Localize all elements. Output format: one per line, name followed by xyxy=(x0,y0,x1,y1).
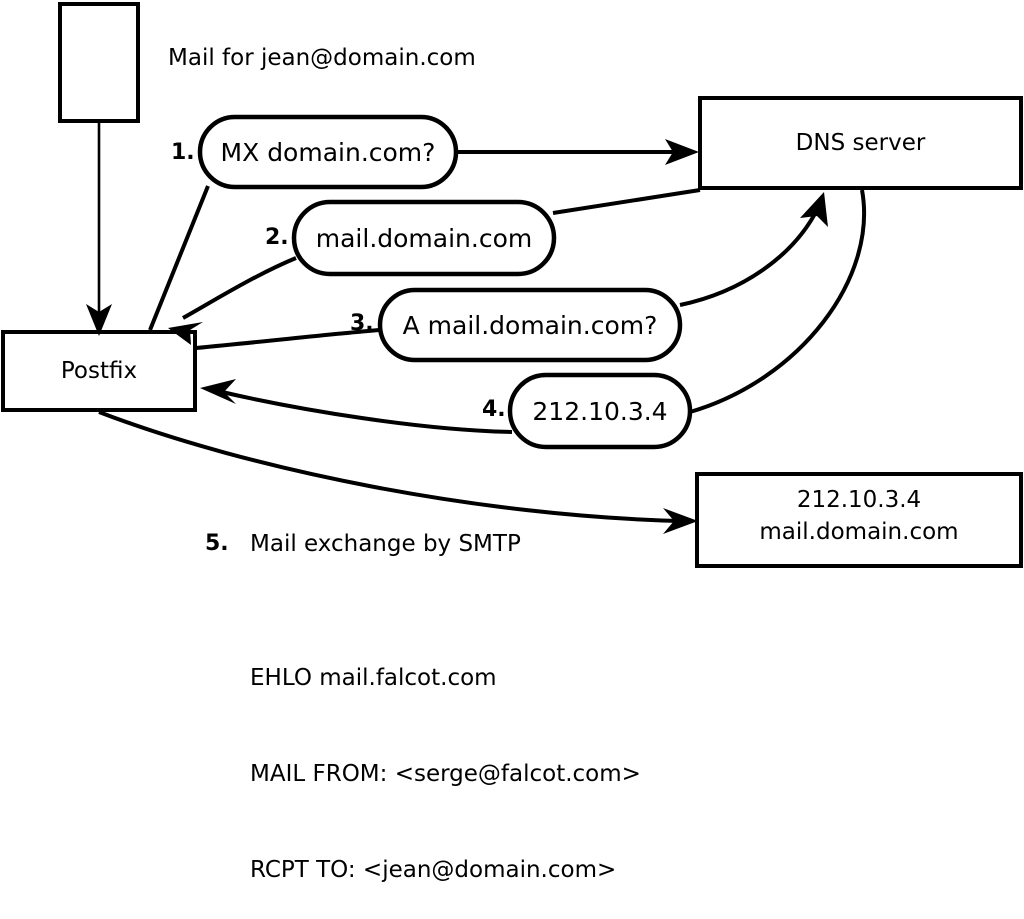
mail-server-ip-label: 212.10.3.4 xyxy=(796,487,922,513)
step-number-3: 3. xyxy=(350,311,374,336)
dns-server-box xyxy=(698,96,1023,190)
bubble-label-step3: A mail.domain.com? xyxy=(402,311,658,340)
transcript-line: RCPT TO: <jean@domain.com> xyxy=(250,857,617,883)
mail-server-host-label: mail.domain.com xyxy=(759,519,959,545)
arrowhead-step5-smtp xyxy=(663,508,698,534)
dns-server-label: DNS server xyxy=(795,130,926,156)
arrowhead-step1-to-dns xyxy=(665,139,699,165)
bubble-step2 xyxy=(291,199,557,277)
mail-server-box xyxy=(695,472,1023,568)
edge-step1-leader xyxy=(148,185,210,331)
arrowhead-step3-to-dns xyxy=(800,192,828,227)
bubble-step4 xyxy=(507,372,693,450)
sender-box xyxy=(58,2,140,123)
step-number-1: 1. xyxy=(171,140,195,165)
edge-step5-smtp xyxy=(98,410,681,523)
edge-dns-to-step2 xyxy=(552,188,701,215)
step-number-4: 4. xyxy=(482,397,506,422)
edge-step3-to-dns xyxy=(679,207,820,307)
bubble-step1 xyxy=(197,114,459,190)
edge-step4-to-postfix xyxy=(221,390,513,434)
bubble-label-step2: mail.domain.com xyxy=(315,224,533,253)
step5-caption: Mail exchange by SMTP xyxy=(250,531,521,557)
postfix-box xyxy=(1,330,197,412)
postfix-label: Postfix xyxy=(60,358,138,384)
arrowhead-sender-to-postfix xyxy=(86,304,112,336)
step-number-2: 2. xyxy=(265,225,289,250)
transcript-line: MAIL FROM: <serge@falcot.com> xyxy=(250,761,641,787)
smtp-transcript: EHLO mail.falcot.com MAIL FROM: <serge@f… xyxy=(250,598,641,919)
arrowhead-step4-to-postfix xyxy=(200,379,236,404)
transcript-line: EHLO mail.falcot.com xyxy=(250,665,497,691)
bubble-label-step1: MX domain.com? xyxy=(220,138,436,167)
bubble-step3 xyxy=(377,287,683,363)
step-number-5: 5. xyxy=(205,531,229,556)
edge-step2-to-postfix xyxy=(182,256,297,320)
arrowhead-step2-to-postfix xyxy=(168,322,203,345)
edge-postfix-to-step3 xyxy=(195,328,381,350)
edge-dns-to-step4 xyxy=(689,189,866,414)
bubble-label-step4: 212.10.3.4 xyxy=(532,397,668,426)
diagram-title: Mail for jean@domain.com xyxy=(168,45,476,71)
